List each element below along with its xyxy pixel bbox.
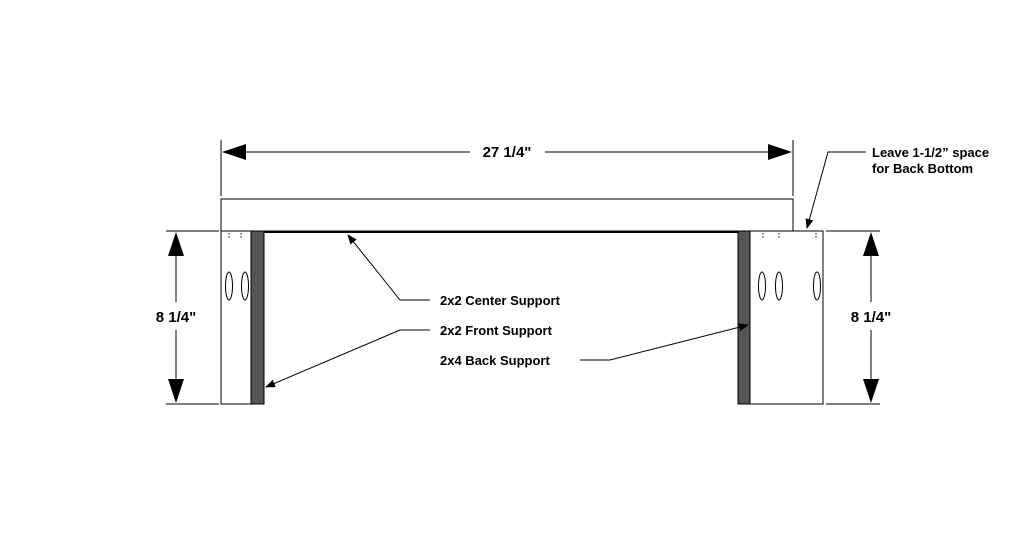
left-height-arrow-up-icon xyxy=(168,232,184,256)
right-screw-hole-2 xyxy=(775,271,783,301)
right-back-support xyxy=(737,230,751,405)
width-arrow-left-icon xyxy=(222,144,246,160)
left-pocket-marks xyxy=(228,233,242,238)
right-height-arrow-down-icon xyxy=(863,379,879,403)
right-leg xyxy=(749,230,824,405)
left-screw-hole-1 xyxy=(225,271,233,301)
right-height-label: 8 1/4" xyxy=(851,309,891,326)
left-height-arrow-down-icon xyxy=(168,379,184,403)
back-support-label: 2x4 Back Support xyxy=(440,353,550,368)
left-front-support xyxy=(250,230,265,405)
right-pocket-marks xyxy=(762,233,817,238)
back-support-leader xyxy=(580,323,749,361)
center-support-label: 2x2 Center Support xyxy=(440,293,561,308)
front-support-leader xyxy=(265,329,430,388)
width-arrow-right-icon xyxy=(768,144,792,160)
back-bottom-label-line1: Leave 1-1/2” space xyxy=(872,145,989,160)
back-bottom-label-line2: for Back Bottom xyxy=(872,161,973,176)
right-height-arrow-up-icon xyxy=(863,232,879,256)
left-height-label: 8 1/4" xyxy=(156,309,196,326)
right-screw-hole-1 xyxy=(758,271,766,301)
center-support-leader xyxy=(347,234,430,301)
front-support-label: 2x2 Front Support xyxy=(440,323,553,338)
width-dimension-label: 27 1/4" xyxy=(483,144,532,161)
left-screw-hole-2 xyxy=(241,271,249,301)
right-screw-hole-3 xyxy=(813,271,821,301)
top-board xyxy=(220,198,794,232)
back-bottom-leader xyxy=(805,151,866,229)
